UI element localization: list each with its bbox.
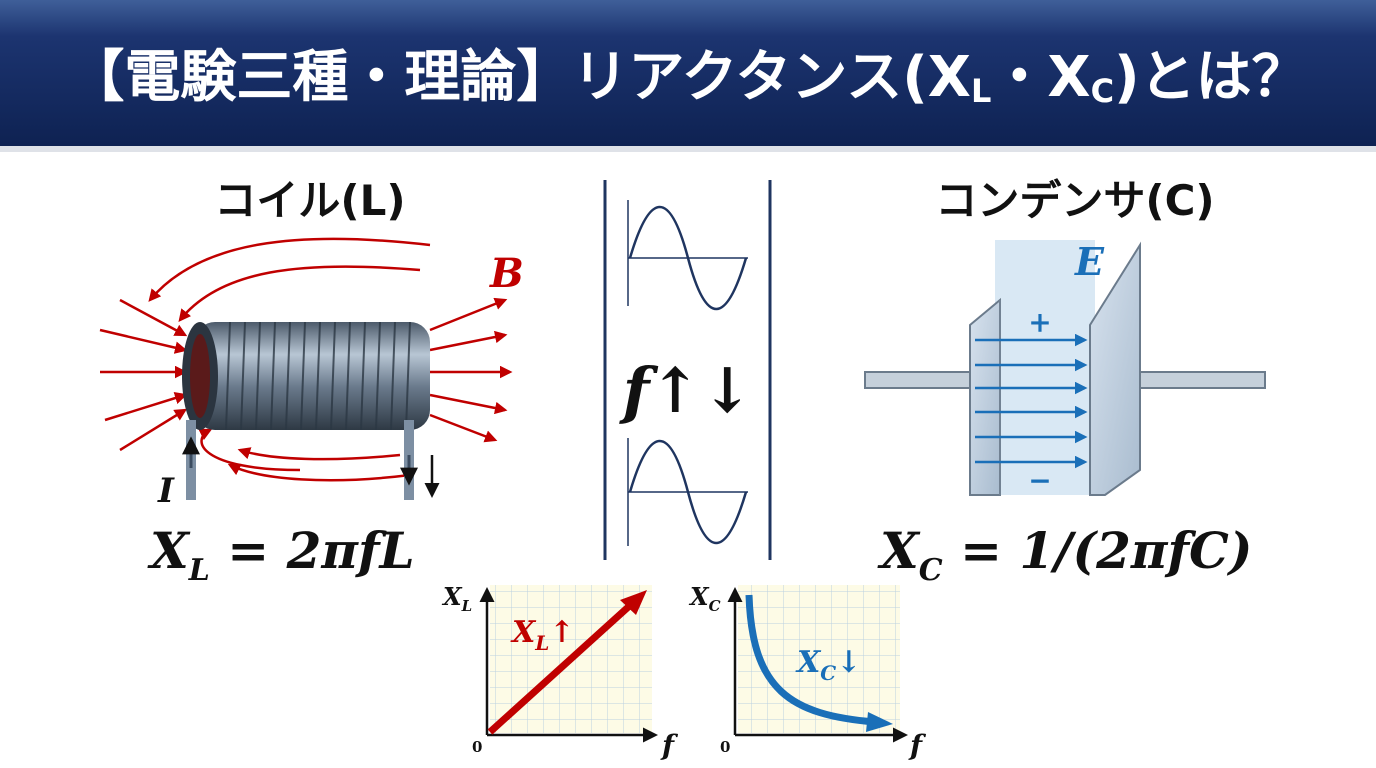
- coil-icon: [182, 321, 440, 500]
- capacitor-icon: [864, 240, 1266, 496]
- sine-wave-low-icon: [627, 200, 748, 310]
- reactance-arrowhead: [620, 590, 647, 615]
- origin-label: 0: [472, 738, 482, 756]
- capacitive-reactance-formula: XC = 1/(2πfC): [877, 521, 1252, 588]
- header-banner: 【電験三種・理論】リアクタンス(XL・XC)とは？: [0, 0, 1376, 152]
- curve-label: XC↓: [795, 645, 861, 685]
- curve-label: XL↑: [510, 615, 574, 655]
- reactance-line: [487, 597, 639, 735]
- capacitor-heading: コンデンサ(C): [935, 176, 1214, 225]
- inductive-reactance-formula: XL = 2πfL: [147, 521, 415, 588]
- magnetic-field-lines: [99, 237, 513, 482]
- page-title: 【電験三種・理論】リアクタンス(XL・XC)とは？: [68, 45, 1307, 110]
- capacitor-section: コンデンサ(C) E + − XC = 1/(2πfC): [864, 176, 1266, 588]
- field-label-e: E: [1074, 239, 1105, 284]
- current-label-i: I: [157, 471, 175, 511]
- sine-wave-high-icon: [627, 438, 748, 546]
- reactance-arrowhead: [866, 712, 893, 732]
- field-label-b: B: [489, 250, 524, 297]
- frequency-panel: f↑↓: [603, 180, 772, 560]
- reactance-curve: [745, 594, 876, 726]
- graph-capacitive-reactance: XC f 0 XC↓: [688, 582, 927, 762]
- frequency-label: f↑↓: [619, 354, 754, 427]
- x-axis-label: f: [660, 729, 679, 762]
- plus-sign: +: [1028, 306, 1051, 339]
- coil-section: コイル(L): [99, 176, 524, 588]
- coil-heading: コイル(L): [214, 176, 405, 225]
- graph-inductive-reactance: XL f 0 XL↑: [441, 582, 679, 762]
- y-axis-label: XL: [441, 582, 472, 615]
- x-axis-label: f: [908, 729, 927, 762]
- minus-sign: −: [1028, 464, 1051, 497]
- y-axis-label: XC: [688, 582, 721, 615]
- origin-label: 0: [720, 738, 730, 756]
